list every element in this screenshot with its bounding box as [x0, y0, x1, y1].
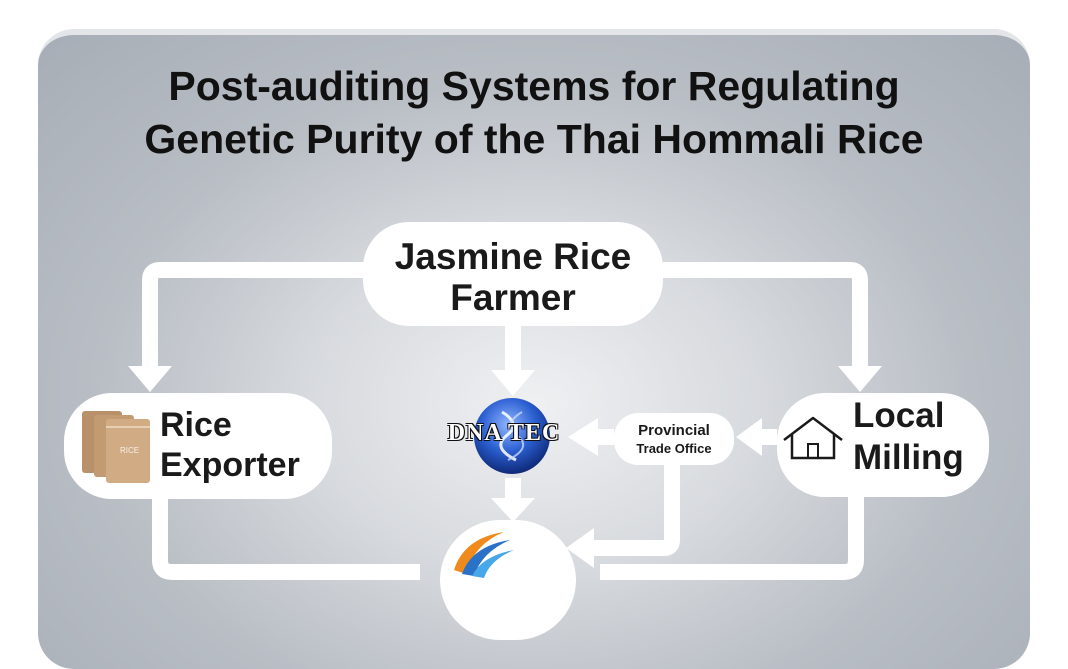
diagram-title: Post-auditing Systems for Regulating Gen…	[0, 60, 1068, 166]
rice-exporter-label-line-2: Exporter	[160, 446, 300, 484]
local-milling-label-line-2: Milling	[853, 438, 964, 477]
connector-farmer-to-milling	[646, 262, 868, 368]
rice-exporter-label-line-1: Rice	[160, 406, 232, 444]
arrowhead-to-bottom	[491, 498, 535, 522]
house-icon	[783, 416, 843, 460]
arrowhead-to-milling	[838, 366, 882, 392]
dnatec-logo-icon	[474, 398, 550, 474]
arrowhead-trade-to-bottom	[566, 528, 594, 568]
title-line-2: Genetic Purity of the Thai Hommali Rice	[144, 116, 924, 162]
farmer-label-line-2: Farmer	[450, 277, 576, 318]
dnatec-logo-text: DNA TEC	[447, 420, 561, 446]
farmer-label-line-1: Jasmine Rice	[394, 236, 632, 277]
flow-connectors	[0, 0, 1068, 580]
connector-exporter-down	[152, 499, 420, 580]
arrowhead-to-exporter	[128, 366, 172, 392]
connector-trade-to-bottom	[590, 465, 680, 556]
title-line-1: Post-auditing Systems for Regulating	[168, 63, 900, 109]
trade-office-label-line-1: Provincial	[638, 422, 710, 439]
connector-milling-down	[600, 497, 864, 580]
sack-label: RICE	[120, 446, 139, 455]
rice-sacks-icon: RICE	[82, 411, 150, 483]
rice-exporter-label: Rice Exporter	[160, 405, 300, 485]
arrowhead-to-trade	[736, 418, 762, 456]
farmer-node: Jasmine Rice Farmer	[363, 222, 663, 326]
arrowhead-to-dnatec-from-trade	[568, 418, 598, 456]
connector-farmer-to-exporter	[142, 262, 380, 368]
arrowhead-to-dnatec	[491, 370, 535, 396]
local-milling-label-line-1: Local	[853, 396, 945, 435]
local-milling-label: Local Milling	[853, 395, 964, 479]
rice-department-logo-icon	[454, 532, 514, 578]
trade-office-label-line-2: Trade Office	[636, 441, 712, 456]
provincial-trade-office-node: Provincial Trade Office	[614, 413, 734, 465]
